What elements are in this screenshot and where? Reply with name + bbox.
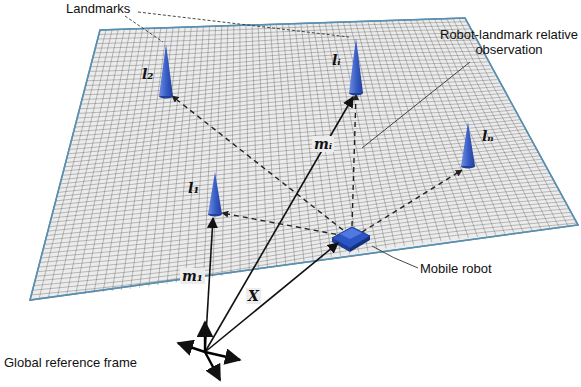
mesh-line [140, 28, 173, 288]
mesh-line [41, 194, 562, 258]
mesh-line [49, 169, 548, 226]
position-vectors [205, 97, 353, 352]
callout-text: Global reference frame [4, 356, 137, 371]
callout-text: Landmarks [66, 2, 130, 17]
mesh-line [38, 201, 565, 267]
mesh-line [283, 24, 305, 262]
mesh-line [48, 173, 550, 231]
mesh-line [252, 25, 258, 270]
mesh-line [39, 30, 106, 299]
mesh-line [48, 30, 112, 298]
mesh-line [76, 93, 505, 127]
ground-surface [30, 18, 578, 300]
reference-axes [178, 322, 240, 380]
mesh-line [78, 87, 501, 118]
mesh-line [67, 29, 125, 296]
mesh-line [276, 24, 294, 263]
mesh-line [39, 198, 563, 263]
mesh-line [31, 223, 576, 295]
mesh-line [392, 20, 468, 237]
mesh-line [380, 21, 450, 240]
mesh-line [36, 209, 569, 277]
mesh-line [343, 22, 395, 247]
landmark-label: lᵢ [330, 52, 343, 68]
mesh-line [404, 20, 487, 236]
mesh-line [185, 27, 203, 282]
vector-label: m₁ [180, 268, 205, 284]
mesh-line [77, 90, 503, 123]
mobile-robot [332, 227, 370, 252]
leader-lines [125, 12, 470, 268]
vector-label: mᵢ [312, 136, 334, 152]
mesh-line [121, 28, 160, 290]
landmark-cones [159, 38, 475, 217]
mesh-line [52, 159, 542, 214]
landmark-label: lₙ [480, 128, 496, 144]
mesh-line [34, 216, 573, 286]
surface-border [30, 18, 578, 300]
mesh-line [42, 191, 560, 254]
mesh-line [386, 21, 459, 239]
mesh-grid [31, 18, 576, 298]
landmark-label: l₂ [140, 66, 155, 82]
vector-label: X [246, 288, 261, 304]
mesh-line [194, 26, 209, 280]
observation-lines [172, 94, 462, 236]
mesh-line [270, 24, 285, 265]
mesh-line [231, 26, 234, 275]
mesh-line [35, 212, 571, 281]
mesh-line [246, 25, 249, 271]
mesh-line [337, 22, 386, 248]
landmark-label: l₁ [186, 180, 201, 196]
mesh-line [313, 23, 350, 254]
mesh-line [32, 219, 574, 290]
mesh-line [51, 163, 544, 219]
callout-text: Robot-landmark relative observation [440, 28, 578, 58]
callout-text: Mobile robot [420, 262, 492, 277]
mesh-line [74, 97, 506, 132]
mesh-line [398, 20, 477, 237]
